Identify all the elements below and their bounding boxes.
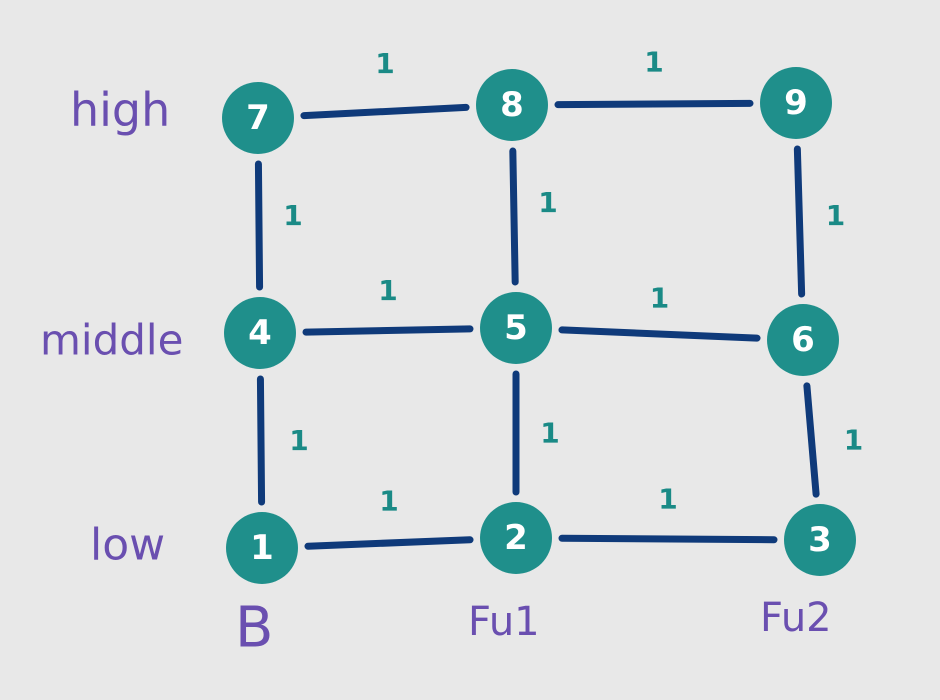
node-circle bbox=[480, 292, 552, 364]
row-label-high: high bbox=[70, 83, 170, 137]
node-circle bbox=[767, 304, 839, 376]
edge-weight-n7-n8: 1 bbox=[375, 47, 394, 80]
edge-n7-n8 bbox=[300, 103, 470, 120]
nodes-layer: 1 2 3 4 5 6 7 8 9 bbox=[222, 67, 856, 584]
edge-weight-n6-n3: 1 bbox=[844, 424, 863, 457]
node-3: 3 bbox=[784, 504, 856, 576]
node-9: 9 bbox=[760, 67, 832, 139]
node-circle bbox=[222, 82, 294, 154]
node-label: 4 bbox=[248, 313, 272, 353]
node-6: 6 bbox=[767, 304, 839, 376]
node-2: 2 bbox=[480, 502, 552, 574]
edge-n4-n1 bbox=[256, 375, 266, 506]
node-label: 5 bbox=[504, 308, 528, 348]
node-label: 9 bbox=[784, 83, 808, 123]
edge-weight-n1-n2: 1 bbox=[379, 485, 398, 518]
node-label: 7 bbox=[246, 98, 270, 138]
column-label-fu2: Fu2 bbox=[760, 595, 832, 641]
node-4: 4 bbox=[224, 297, 296, 369]
edge-n2-n3 bbox=[558, 534, 778, 544]
node-7: 7 bbox=[222, 82, 294, 154]
node-label: 1 bbox=[250, 528, 274, 568]
column-label-b: B bbox=[235, 596, 273, 661]
node-label: 2 bbox=[504, 518, 528, 558]
node-5: 5 bbox=[480, 292, 552, 364]
node-circle bbox=[784, 504, 856, 576]
node-circle bbox=[760, 67, 832, 139]
edge-weight-n9-n6: 1 bbox=[826, 199, 845, 232]
row-label-middle: middle bbox=[40, 316, 183, 365]
node-circle bbox=[476, 69, 548, 141]
edge-n8-n5 bbox=[509, 147, 519, 286]
node-circle bbox=[226, 512, 298, 584]
row-label-low: low bbox=[90, 520, 165, 571]
edge-n8-n9 bbox=[554, 99, 754, 109]
edge-weight-n4-n1: 1 bbox=[289, 424, 308, 457]
edge-weight-n5-n2: 1 bbox=[540, 417, 559, 450]
node-8: 8 bbox=[476, 69, 548, 141]
edge-weight-n8-n9: 1 bbox=[644, 46, 663, 79]
edges-layer bbox=[254, 99, 820, 550]
edge-weight-n4-n5: 1 bbox=[378, 274, 397, 307]
node-label: 8 bbox=[500, 85, 524, 125]
edge-n9-n6 bbox=[793, 145, 806, 298]
node-circle bbox=[224, 297, 296, 369]
node-1: 1 bbox=[226, 512, 298, 584]
node-circle bbox=[480, 502, 552, 574]
edge-weight-n8-n5: 1 bbox=[538, 186, 557, 219]
column-label-fu1: Fu1 bbox=[468, 599, 540, 645]
edge-weight-n2-n3: 1 bbox=[658, 483, 677, 516]
edge-n6-n3 bbox=[803, 382, 820, 498]
edge-weight-n5-n6: 1 bbox=[650, 282, 669, 315]
edge-labels-layer: 1 1 1 1 1 1 1 1 1 1 1 1 bbox=[283, 46, 863, 518]
edge-n1-n2 bbox=[304, 536, 474, 550]
edge-n5-n6 bbox=[558, 326, 761, 342]
edge-n7-n4 bbox=[254, 160, 264, 291]
edge-weight-n7-n4: 1 bbox=[283, 199, 302, 232]
node-label: 6 bbox=[791, 320, 815, 360]
edge-n4-n5 bbox=[302, 325, 474, 336]
node-label: 3 bbox=[808, 520, 832, 560]
